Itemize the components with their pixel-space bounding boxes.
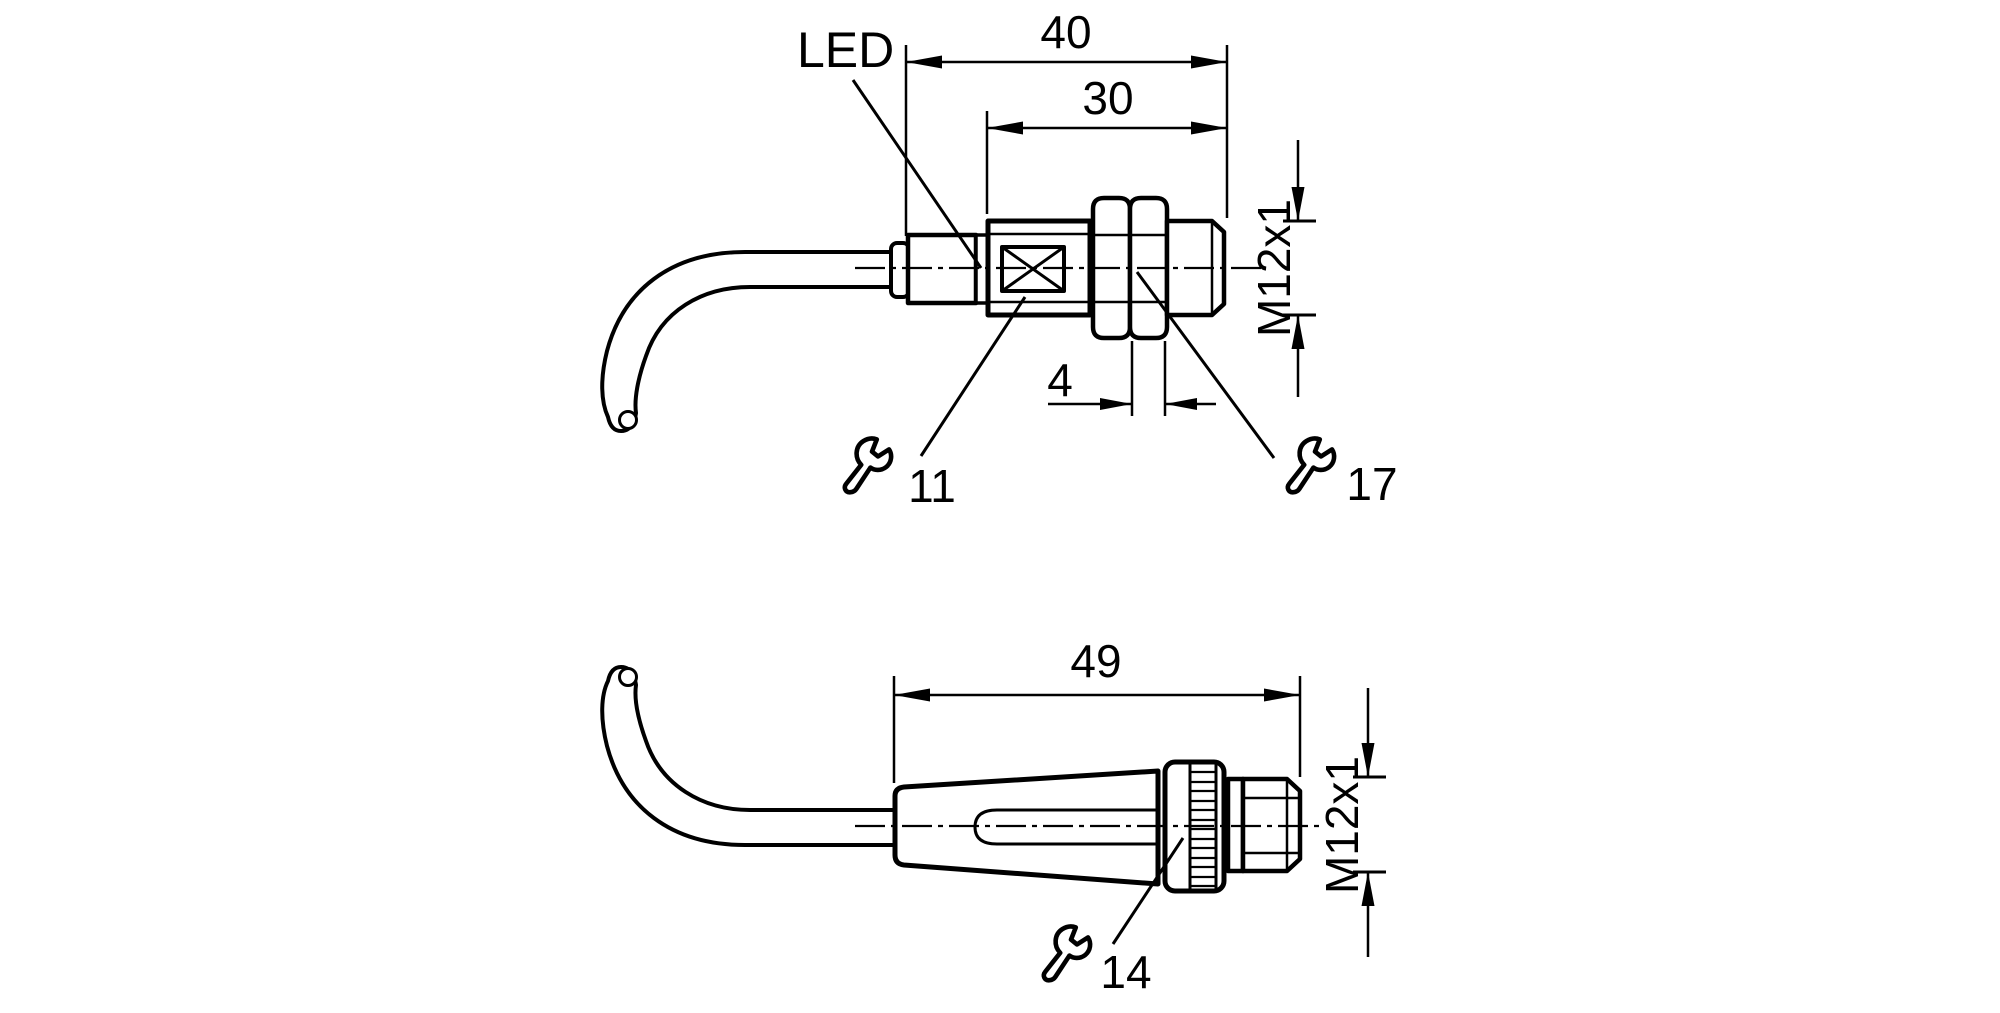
dimension-overall-length: 49 — [892, 635, 1302, 783]
dimension-barrel-length: 30 — [985, 72, 1227, 214]
extension-lines — [1130, 341, 1167, 416]
dimension-nut-width: 4 — [1047, 341, 1216, 416]
wrench-size-housing-label: 11 — [908, 460, 956, 512]
cable-outline — [600, 250, 891, 433]
connector-thread-relief-lines — [1244, 796, 1299, 855]
dimension-thread-diameter-top: M12x1 — [1248, 140, 1316, 397]
knurl-pattern-lines — [1190, 770, 1216, 888]
wrench-14-leader-line — [1111, 837, 1185, 945]
cable-end-wire-icon — [618, 667, 638, 687]
top-view: 40 30 4 M12x1 LED 11 — [600, 6, 1398, 512]
extension-lines — [892, 676, 1302, 783]
arrowheads — [906, 55, 1227, 69]
wrench-size-coupling-label: 14 — [1100, 946, 1151, 998]
wrench-icon — [845, 439, 891, 493]
wrench-size-nut-label: 17 — [1346, 458, 1397, 510]
led-label: LED — [797, 22, 894, 78]
wrench-icon — [1288, 439, 1334, 493]
tick-marks — [1283, 219, 1316, 317]
arrowheads — [1100, 398, 1197, 410]
wrench-icon — [1044, 927, 1090, 981]
dim-4-label: 4 — [1047, 354, 1073, 406]
extension-lines — [904, 45, 1229, 236]
dimension-overall-length: 40 — [904, 6, 1229, 236]
thread-spec-bottom-label: M12x1 — [1316, 756, 1368, 894]
wrench-11-leader-line — [919, 296, 1027, 457]
connector-boot — [892, 768, 1161, 887]
arrowheads — [1291, 187, 1305, 349]
bottom-view: 49 M12x1 14 — [600, 635, 1386, 998]
cable-outline — [600, 665, 893, 847]
dim-30-label: 30 — [1082, 72, 1133, 124]
cable-end-wire-icon — [618, 410, 638, 430]
housing-edge-lines — [990, 232, 1088, 304]
wrench-17-leader-line — [1135, 271, 1276, 459]
dimension-thread-diameter-bottom: M12x1 — [1316, 688, 1386, 957]
thread-spec-top-label: M12x1 — [1248, 199, 1300, 337]
tick-marks — [1353, 775, 1386, 874]
dim-49-label: 49 — [1070, 635, 1121, 687]
led-leader-line — [851, 79, 983, 269]
hex-nut-1-facet-lines — [1093, 233, 1130, 304]
dim-40-label: 40 — [1040, 6, 1091, 58]
